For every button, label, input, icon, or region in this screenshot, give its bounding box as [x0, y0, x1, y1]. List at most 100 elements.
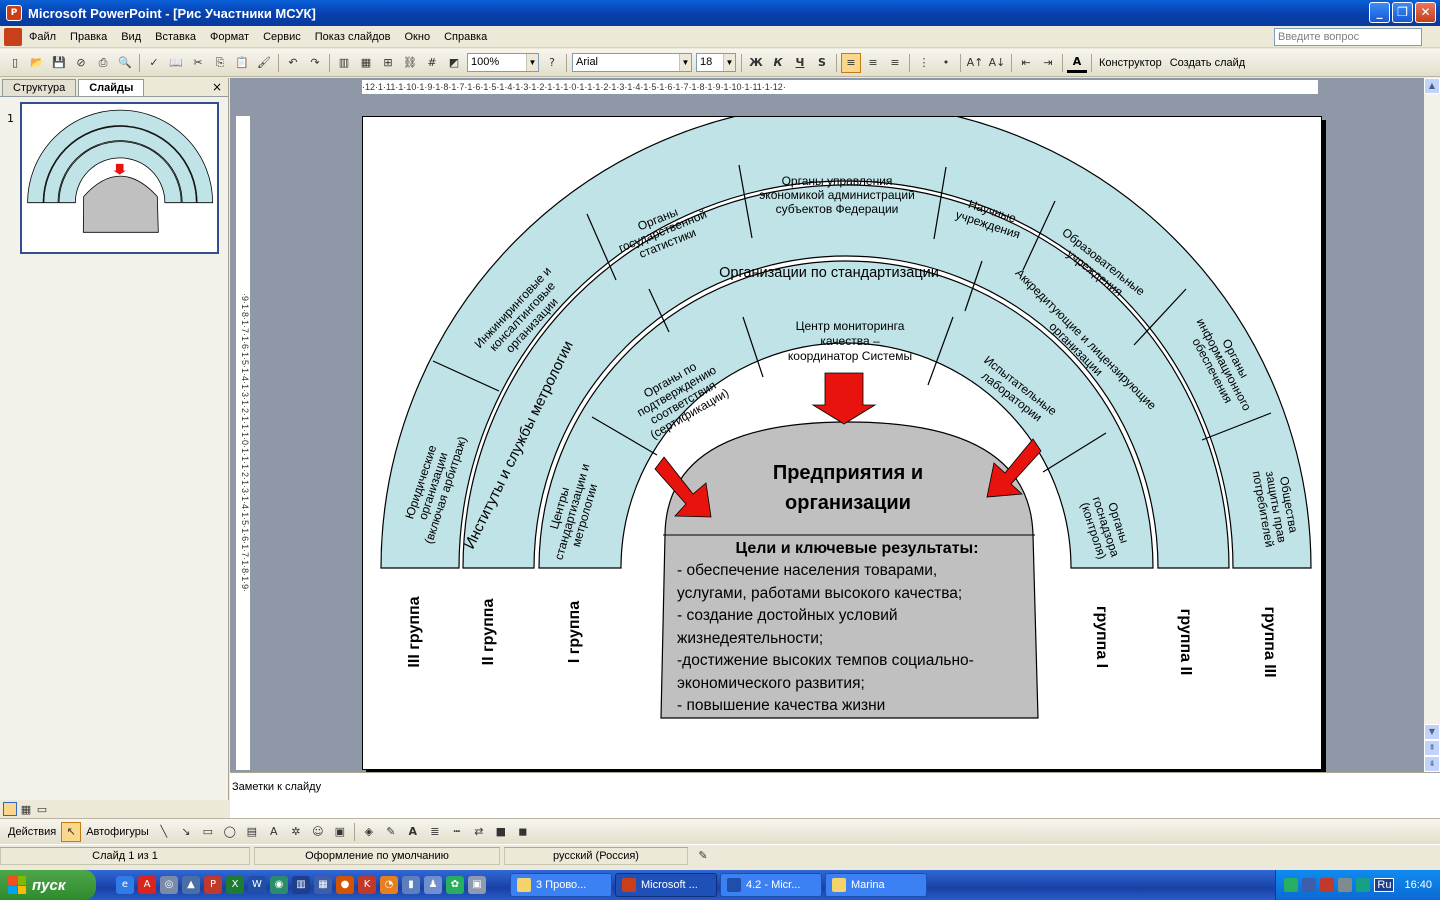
menu-file[interactable]: Файл	[29, 30, 57, 43]
textbox-icon[interactable]: ▤	[246, 825, 257, 838]
font-select[interactable]: Arial▼	[572, 53, 692, 72]
quicklaunch-icon-16[interactable]: ✿	[446, 876, 464, 894]
line-color-icon[interactable]: ✎	[386, 825, 396, 838]
menu-insert[interactable]: Вставка	[155, 30, 197, 43]
bold-button[interactable]: Ж	[749, 56, 763, 69]
maximize-button[interactable]: ❐	[1392, 2, 1413, 23]
arrow-style-icon[interactable]: ⇄	[474, 825, 484, 838]
clipart-icon[interactable]: ☺	[312, 825, 324, 838]
line-icon[interactable]: ╲	[160, 825, 168, 838]
minimize-button[interactable]: _	[1369, 2, 1390, 23]
numbering-icon[interactable]: ⋮	[918, 56, 930, 69]
slideshow-icon[interactable]: ▭	[36, 802, 48, 816]
tab-slides[interactable]: Слайды	[78, 79, 145, 96]
spelling-icon[interactable]: ✓	[149, 56, 159, 69]
italic-button[interactable]: К	[773, 56, 783, 69]
oval-icon[interactable]: ◯	[223, 825, 236, 838]
task-folder-marina[interactable]: Marina	[825, 873, 927, 897]
quicklaunch-icon-4[interactable]: ▲	[182, 876, 200, 894]
line-style-icon[interactable]: ≣	[430, 825, 440, 838]
increase-indent-icon[interactable]: ⇥	[1043, 56, 1053, 69]
menu-format[interactable]: Формат	[210, 30, 250, 43]
designer-button[interactable]: Конструктор	[1099, 56, 1162, 69]
language-indicator[interactable]: Ru	[1374, 878, 1395, 892]
task-folder-provo[interactable]: 3 Прово...	[510, 873, 612, 897]
shadow-style-icon[interactable]: ■	[495, 825, 506, 838]
word-quick-icon[interactable]: W	[248, 876, 266, 894]
menu-tools[interactable]: Сервис	[263, 30, 301, 43]
vertical-scrollbar[interactable]: ▲ ▼ ⇞ ⇟	[1424, 78, 1440, 772]
research-icon[interactable]: 📖	[169, 56, 183, 69]
tray-icon-3[interactable]	[1320, 878, 1335, 892]
diagram-icon[interactable]: ✲	[291, 825, 301, 838]
grid-icon[interactable]: #	[427, 56, 437, 69]
undo-icon[interactable]: ↶	[288, 56, 298, 69]
ie-icon[interactable]: e	[116, 876, 134, 894]
tray-icon-4[interactable]	[1338, 878, 1353, 892]
quicklaunch-icon-12[interactable]: K	[358, 876, 376, 894]
format-painter-icon[interactable]: 🖌	[257, 56, 271, 69]
dash-style-icon[interactable]: ┅	[453, 825, 461, 838]
font-color-icon[interactable]: A	[1067, 53, 1087, 73]
excel-quick-icon[interactable]: X	[226, 876, 244, 894]
align-center-icon[interactable]: ≡	[868, 56, 878, 69]
tray-icon-5[interactable]	[1356, 878, 1371, 892]
powerpoint-quick-icon[interactable]: P	[204, 876, 222, 894]
font-size-select[interactable]: 18▼	[696, 53, 736, 72]
paste-icon[interactable]: 📋	[235, 56, 249, 69]
acrobat-icon[interactable]: A	[138, 876, 156, 894]
color-icon[interactable]: ◩	[448, 56, 460, 69]
picture-icon[interactable]: ▣	[334, 825, 345, 838]
close-pane-icon[interactable]: ×	[211, 80, 222, 94]
autoshapes-menu[interactable]: Автофигуры	[86, 825, 149, 838]
quicklaunch-icon-14[interactable]: ▮	[402, 876, 420, 894]
menu-edit[interactable]: Правка	[70, 30, 108, 43]
document-icon[interactable]	[4, 27, 22, 46]
permission-icon[interactable]: ⊘	[76, 56, 86, 69]
fill-color-icon[interactable]: ◈	[364, 825, 374, 838]
next-slide-icon[interactable]: ⇟	[1424, 756, 1440, 772]
quicklaunch-icon-8[interactable]: ◉	[270, 876, 288, 894]
menu-window[interactable]: Окно	[404, 30, 431, 43]
slide-thumbnail[interactable]	[20, 102, 219, 254]
new-slide-button[interactable]: Создать слайд	[1169, 56, 1246, 69]
3d-style-icon[interactable]: ◼	[518, 825, 528, 838]
zoom-select[interactable]: 100%▼	[467, 53, 539, 72]
tray-icon-1[interactable]	[1284, 878, 1299, 892]
quicklaunch-icon-15[interactable]: ♟	[424, 876, 442, 894]
align-left-icon[interactable]: ≡	[841, 52, 861, 73]
preview-icon[interactable]: 🔍	[118, 56, 132, 69]
notes-pane[interactable]: Заметки к слайду	[230, 772, 1440, 818]
increase-font-icon[interactable]: A↑	[966, 56, 984, 69]
scroll-up-icon[interactable]: ▲	[1424, 78, 1440, 94]
print-icon[interactable]: ⎙	[98, 55, 108, 69]
help-search-input[interactable]: Введите вопрос	[1274, 28, 1422, 46]
decrease-indent-icon[interactable]: ⇤	[1021, 56, 1031, 69]
underline-button[interactable]: Ч	[795, 56, 805, 69]
align-right-icon[interactable]: ≡	[890, 56, 900, 69]
close-button[interactable]: ✕	[1415, 2, 1436, 23]
start-button[interactable]: пуск	[0, 870, 96, 900]
menu-help[interactable]: Справка	[444, 30, 488, 43]
table-icon[interactable]: ▦	[360, 56, 372, 69]
menu-view[interactable]: Вид	[121, 30, 142, 43]
normal-view-icon[interactable]	[3, 802, 17, 816]
powerpoint-app-icon[interactable]: P	[6, 5, 22, 21]
chart-icon[interactable]: ▥	[338, 56, 350, 69]
quicklaunch-icon-17[interactable]: ▣	[468, 876, 486, 894]
save-icon[interactable]: 💾	[52, 56, 66, 69]
quicklaunch-icon-9[interactable]: ▥	[292, 876, 310, 894]
slide-sorter-icon[interactable]: ▦	[20, 802, 32, 816]
spellcheck-status-icon[interactable]: ✎	[698, 850, 708, 862]
wordart-icon[interactable]: A	[270, 825, 278, 838]
decrease-font-icon[interactable]: A↓	[988, 56, 1006, 69]
bullets-icon[interactable]: •	[942, 56, 950, 69]
task-word[interactable]: 4.2 - Micr...	[720, 873, 822, 897]
hyperlink-icon[interactable]: ⛓	[403, 56, 417, 69]
task-powerpoint[interactable]: Microsoft ...	[615, 873, 717, 897]
select-pointer-icon[interactable]: ↖	[61, 821, 82, 842]
quicklaunch-icon-3[interactable]: ◎	[160, 876, 178, 894]
slide-canvas[interactable]: Юридическиеорганизации(включая арбитраж)…	[362, 102, 1322, 770]
font-color-draw-icon[interactable]: A	[408, 825, 418, 838]
help-icon[interactable]: ?	[549, 56, 555, 69]
